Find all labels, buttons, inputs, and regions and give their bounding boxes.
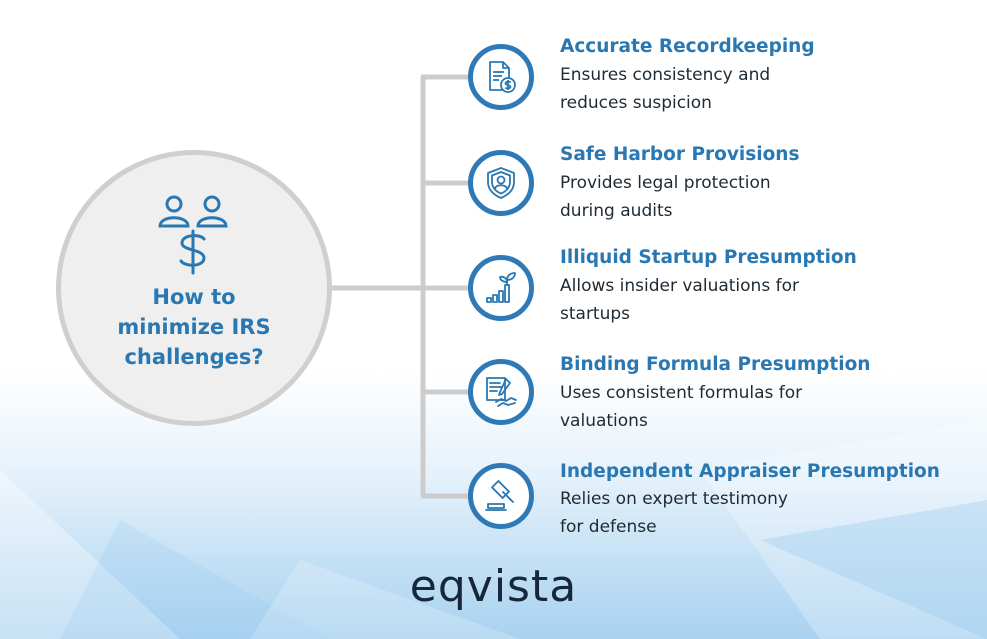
contract-handshake-icon	[486, 377, 517, 407]
item-icon-ring-3	[468, 255, 534, 321]
item-desc-4: Uses consistent formulas for valuations	[560, 383, 803, 431]
growth-chart-icon	[486, 272, 516, 303]
item-icon-ring-2	[468, 150, 534, 216]
shield-person-icon	[487, 167, 515, 199]
item-title-2: Safe Harbor Provisions	[560, 144, 800, 165]
item-title-3: Illiquid Startup Presumption	[560, 247, 857, 268]
item-desc-3: Allows insider valuations for startups	[560, 276, 799, 324]
item-icon-ring-1	[468, 44, 534, 110]
item-desc-5: Relies on expert testimony for defense	[560, 489, 788, 537]
hub-title: How to minimize IRS challenges?	[117, 285, 271, 369]
item-icon-ring-5	[468, 463, 534, 529]
item-desc-2: Provides legal protection during audits	[560, 173, 771, 221]
document-dollar-icon	[489, 61, 516, 93]
gavel-icon	[485, 480, 514, 511]
hub-circle	[56, 150, 332, 426]
item-title-1: Accurate Recordkeeping	[560, 36, 815, 57]
people-dollar-icon	[158, 195, 228, 275]
item-icon-ring-4	[468, 359, 534, 425]
item-desc-1: Ensures consistency and reduces suspicio…	[560, 65, 771, 113]
eqvista-logo: eqvista	[409, 561, 578, 612]
item-title-5: Independent Appraiser Presumption	[560, 461, 940, 482]
item-title-4: Binding Formula Presumption	[560, 354, 871, 375]
